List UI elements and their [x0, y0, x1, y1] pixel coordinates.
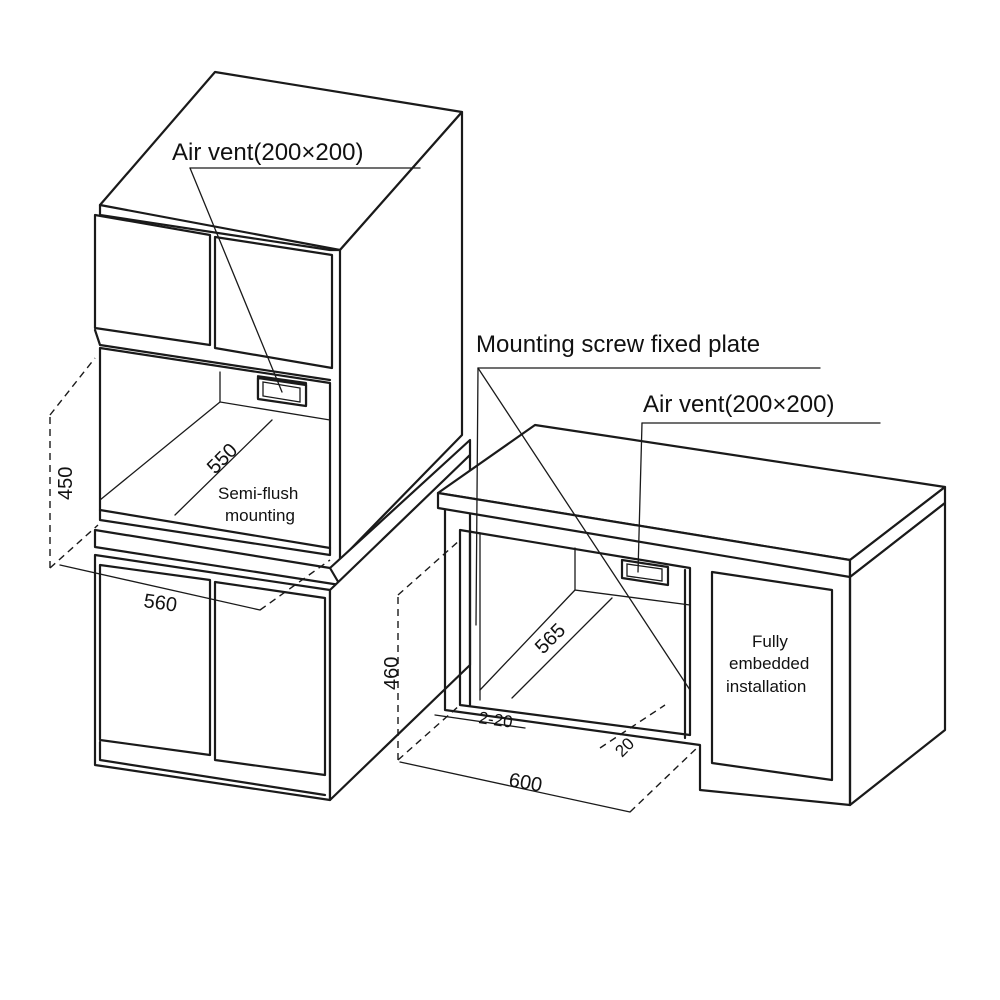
- air-vent-top-label: Air vent(200×200): [172, 139, 363, 166]
- base-dimensions: [397, 539, 701, 813]
- dim-base-gap: 2-20: [477, 708, 513, 732]
- tall-dimensions: [49, 357, 331, 611]
- dim-base-height: 460: [381, 657, 403, 690]
- dim-tall-depth: 550: [203, 439, 242, 478]
- semi-flush-label-line1: Semi-flush: [218, 484, 298, 503]
- mounting-screw-leader-right: [477, 367, 691, 691]
- fully-embedded-label-line3: installation: [726, 677, 806, 696]
- air-vent-right-leader: [637, 422, 643, 573]
- dim-base-depth: 565: [531, 619, 570, 658]
- dim-tall-width: 560: [142, 590, 178, 616]
- base-cabinet: [436, 367, 947, 807]
- dim-base-width: 600: [507, 769, 544, 796]
- dim-tall-height: 450: [55, 467, 77, 500]
- fully-embedded-label-line1: Fully: [752, 632, 788, 651]
- mounting-screw-leader-left: [475, 367, 479, 626]
- air-vent-top-leader: [189, 167, 283, 393]
- fully-embedded-label-line2: embedded: [729, 654, 809, 673]
- air-vent-right-label: Air vent(200×200): [643, 391, 834, 418]
- mounting-screw-label: Mounting screw fixed plate: [476, 331, 760, 358]
- tall-cabinet: [93, 70, 472, 802]
- semi-flush-label-line2: mounting: [225, 506, 295, 525]
